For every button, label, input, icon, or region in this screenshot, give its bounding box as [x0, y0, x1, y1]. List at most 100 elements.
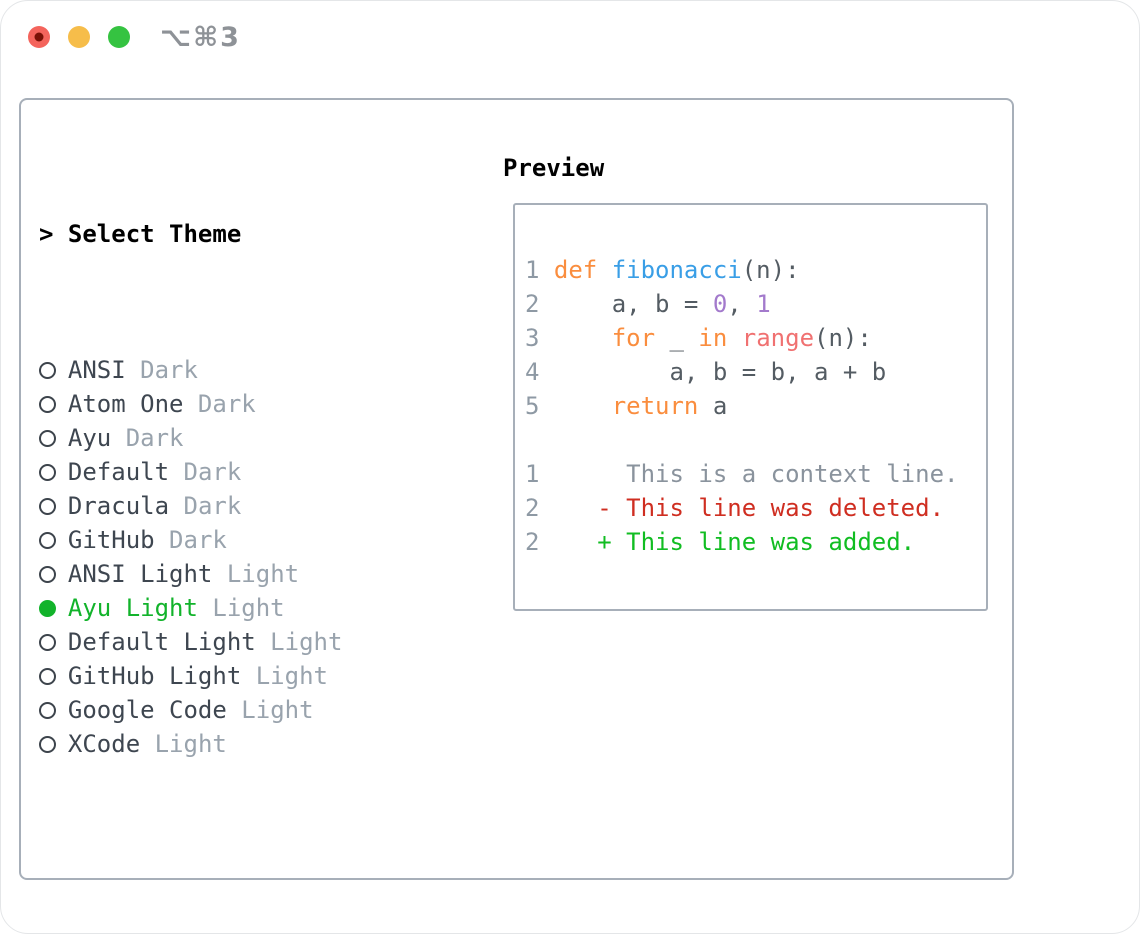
radio-unselected-icon: [39, 455, 68, 489]
code-line: 2 - This line was deleted.: [525, 491, 986, 525]
theme-option-default[interactable]: Default Dark: [39, 455, 444, 489]
theme-variant: Light: [241, 662, 328, 690]
prompt-cursor-icon: >: [39, 220, 54, 248]
theme-name: ANSI: [67, 356, 126, 384]
code-token: (n):: [814, 324, 872, 352]
code-token: 0: [712, 290, 728, 318]
theme-option-ansi[interactable]: ANSI Dark: [39, 353, 444, 387]
radio-unselected-icon: [39, 557, 68, 591]
select-theme-title: Select Theme: [67, 220, 242, 248]
radio-unselected-icon: [39, 693, 68, 727]
radio-unselected-icon: [39, 659, 68, 693]
code-line: [525, 423, 986, 457]
theme-option-google-code[interactable]: Google Code Light: [39, 693, 444, 727]
code-line: 1 This is a context line.: [525, 457, 986, 491]
spacer: [39, 863, 444, 897]
radio-unselected-icon: [39, 625, 68, 659]
code-token: in: [698, 324, 728, 352]
code-line: 2 a, b = 0, 1: [525, 287, 986, 321]
theme-option-ayu[interactable]: Ayu Dark: [39, 421, 444, 455]
code-token: for: [611, 324, 656, 352]
code-token: range: [741, 324, 815, 352]
radio-unselected-icon: [39, 353, 68, 387]
theme-variant: Light: [255, 628, 343, 656]
theme-option-default-light[interactable]: Default Light Light: [39, 625, 444, 659]
line-number: 3: [525, 324, 540, 352]
theme-name: Default Light: [67, 628, 256, 656]
theme-name: GitHub: [67, 526, 155, 554]
theme-name: GitHub Light: [67, 662, 242, 690]
theme-variant: Dark: [154, 526, 227, 554]
theme-variant: Light: [212, 560, 300, 588]
theme-name: Default: [67, 458, 170, 486]
theme-option-xcode[interactable]: XCode Light: [39, 727, 444, 761]
code-token: (n):: [741, 256, 800, 284]
preview-title: Preview: [503, 154, 605, 182]
theme-name: Ayu Light: [67, 594, 198, 622]
code-token: return: [611, 392, 699, 420]
radio-unselected-icon: [39, 489, 68, 523]
theme-option-atom-one[interactable]: Atom One Dark: [39, 387, 444, 421]
theme-name: Dracula: [67, 492, 170, 520]
code-token: This is a context line.: [553, 460, 959, 488]
minimize-button[interactable]: [68, 26, 90, 48]
radio-unselected-icon: [39, 387, 68, 421]
code-token: 1: [756, 290, 771, 318]
theme-variant: Dark: [169, 492, 242, 520]
line-number: 2: [525, 290, 540, 318]
theme-variant: Dark: [111, 424, 184, 452]
code-token: a, b =: [553, 290, 713, 318]
code-token: a: [698, 392, 728, 420]
theme-variant: Light: [226, 696, 314, 724]
theme-option-github[interactable]: GitHub Dark: [39, 523, 444, 557]
line-number: 4: [525, 358, 540, 386]
theme-option-ansi-light[interactable]: ANSI Light Light: [39, 557, 444, 591]
code-token: _: [655, 324, 699, 352]
line-number: 1: [525, 460, 540, 488]
theme-variant: Dark: [169, 458, 242, 486]
code-token: def: [553, 256, 612, 284]
theme-name: Google Code: [67, 696, 227, 724]
close-button-dot-icon: [34, 32, 44, 42]
code-token: fibonacci: [611, 256, 742, 284]
code-token: a, b = b, a + b: [553, 358, 887, 386]
radio-unselected-icon: [39, 523, 68, 557]
theme-option-ayu-light[interactable]: Ayu Light Light: [39, 591, 444, 625]
title-bar: ⌥⌘3: [1, 1, 1139, 73]
theme-variant: Dark: [183, 390, 256, 418]
theme-variant: Light: [140, 730, 227, 758]
code-token: + This line was added.: [553, 528, 916, 556]
code-line: 1 def fibonacci(n):: [525, 253, 986, 287]
radio-unselected-icon: [39, 421, 68, 455]
theme-variant: Light: [197, 594, 285, 622]
code-line: 2 + This line was added.: [525, 525, 986, 559]
code-line: 5 return a: [525, 389, 986, 423]
code-token: - This line was deleted.: [553, 494, 945, 522]
radio-unselected-icon: [39, 727, 68, 761]
theme-option-github-light[interactable]: GitHub Light Light: [39, 659, 444, 693]
code-line: 4 a, b = b, a + b: [525, 355, 986, 389]
theme-name: XCode: [67, 730, 141, 758]
window-title: ⌥⌘3: [160, 21, 241, 53]
traffic-lights: [28, 26, 130, 48]
theme-variant: Dark: [125, 356, 198, 384]
line-number: 5: [525, 392, 540, 420]
theme-name: ANSI Light: [67, 560, 213, 588]
zoom-button[interactable]: [108, 26, 130, 48]
line-number: 2: [525, 494, 540, 522]
line-number: 2: [525, 528, 540, 556]
theme-name: Ayu: [67, 424, 112, 452]
theme-option-dracula[interactable]: Dracula Dark: [39, 489, 444, 523]
radio-selected-icon: [39, 591, 68, 625]
code-token: [554, 392, 612, 420]
code-token: [554, 324, 612, 352]
close-button[interactable]: [28, 26, 50, 48]
code-token: ,: [727, 290, 757, 318]
theme-name: Atom One: [67, 390, 184, 418]
line-number: 1: [525, 256, 540, 284]
